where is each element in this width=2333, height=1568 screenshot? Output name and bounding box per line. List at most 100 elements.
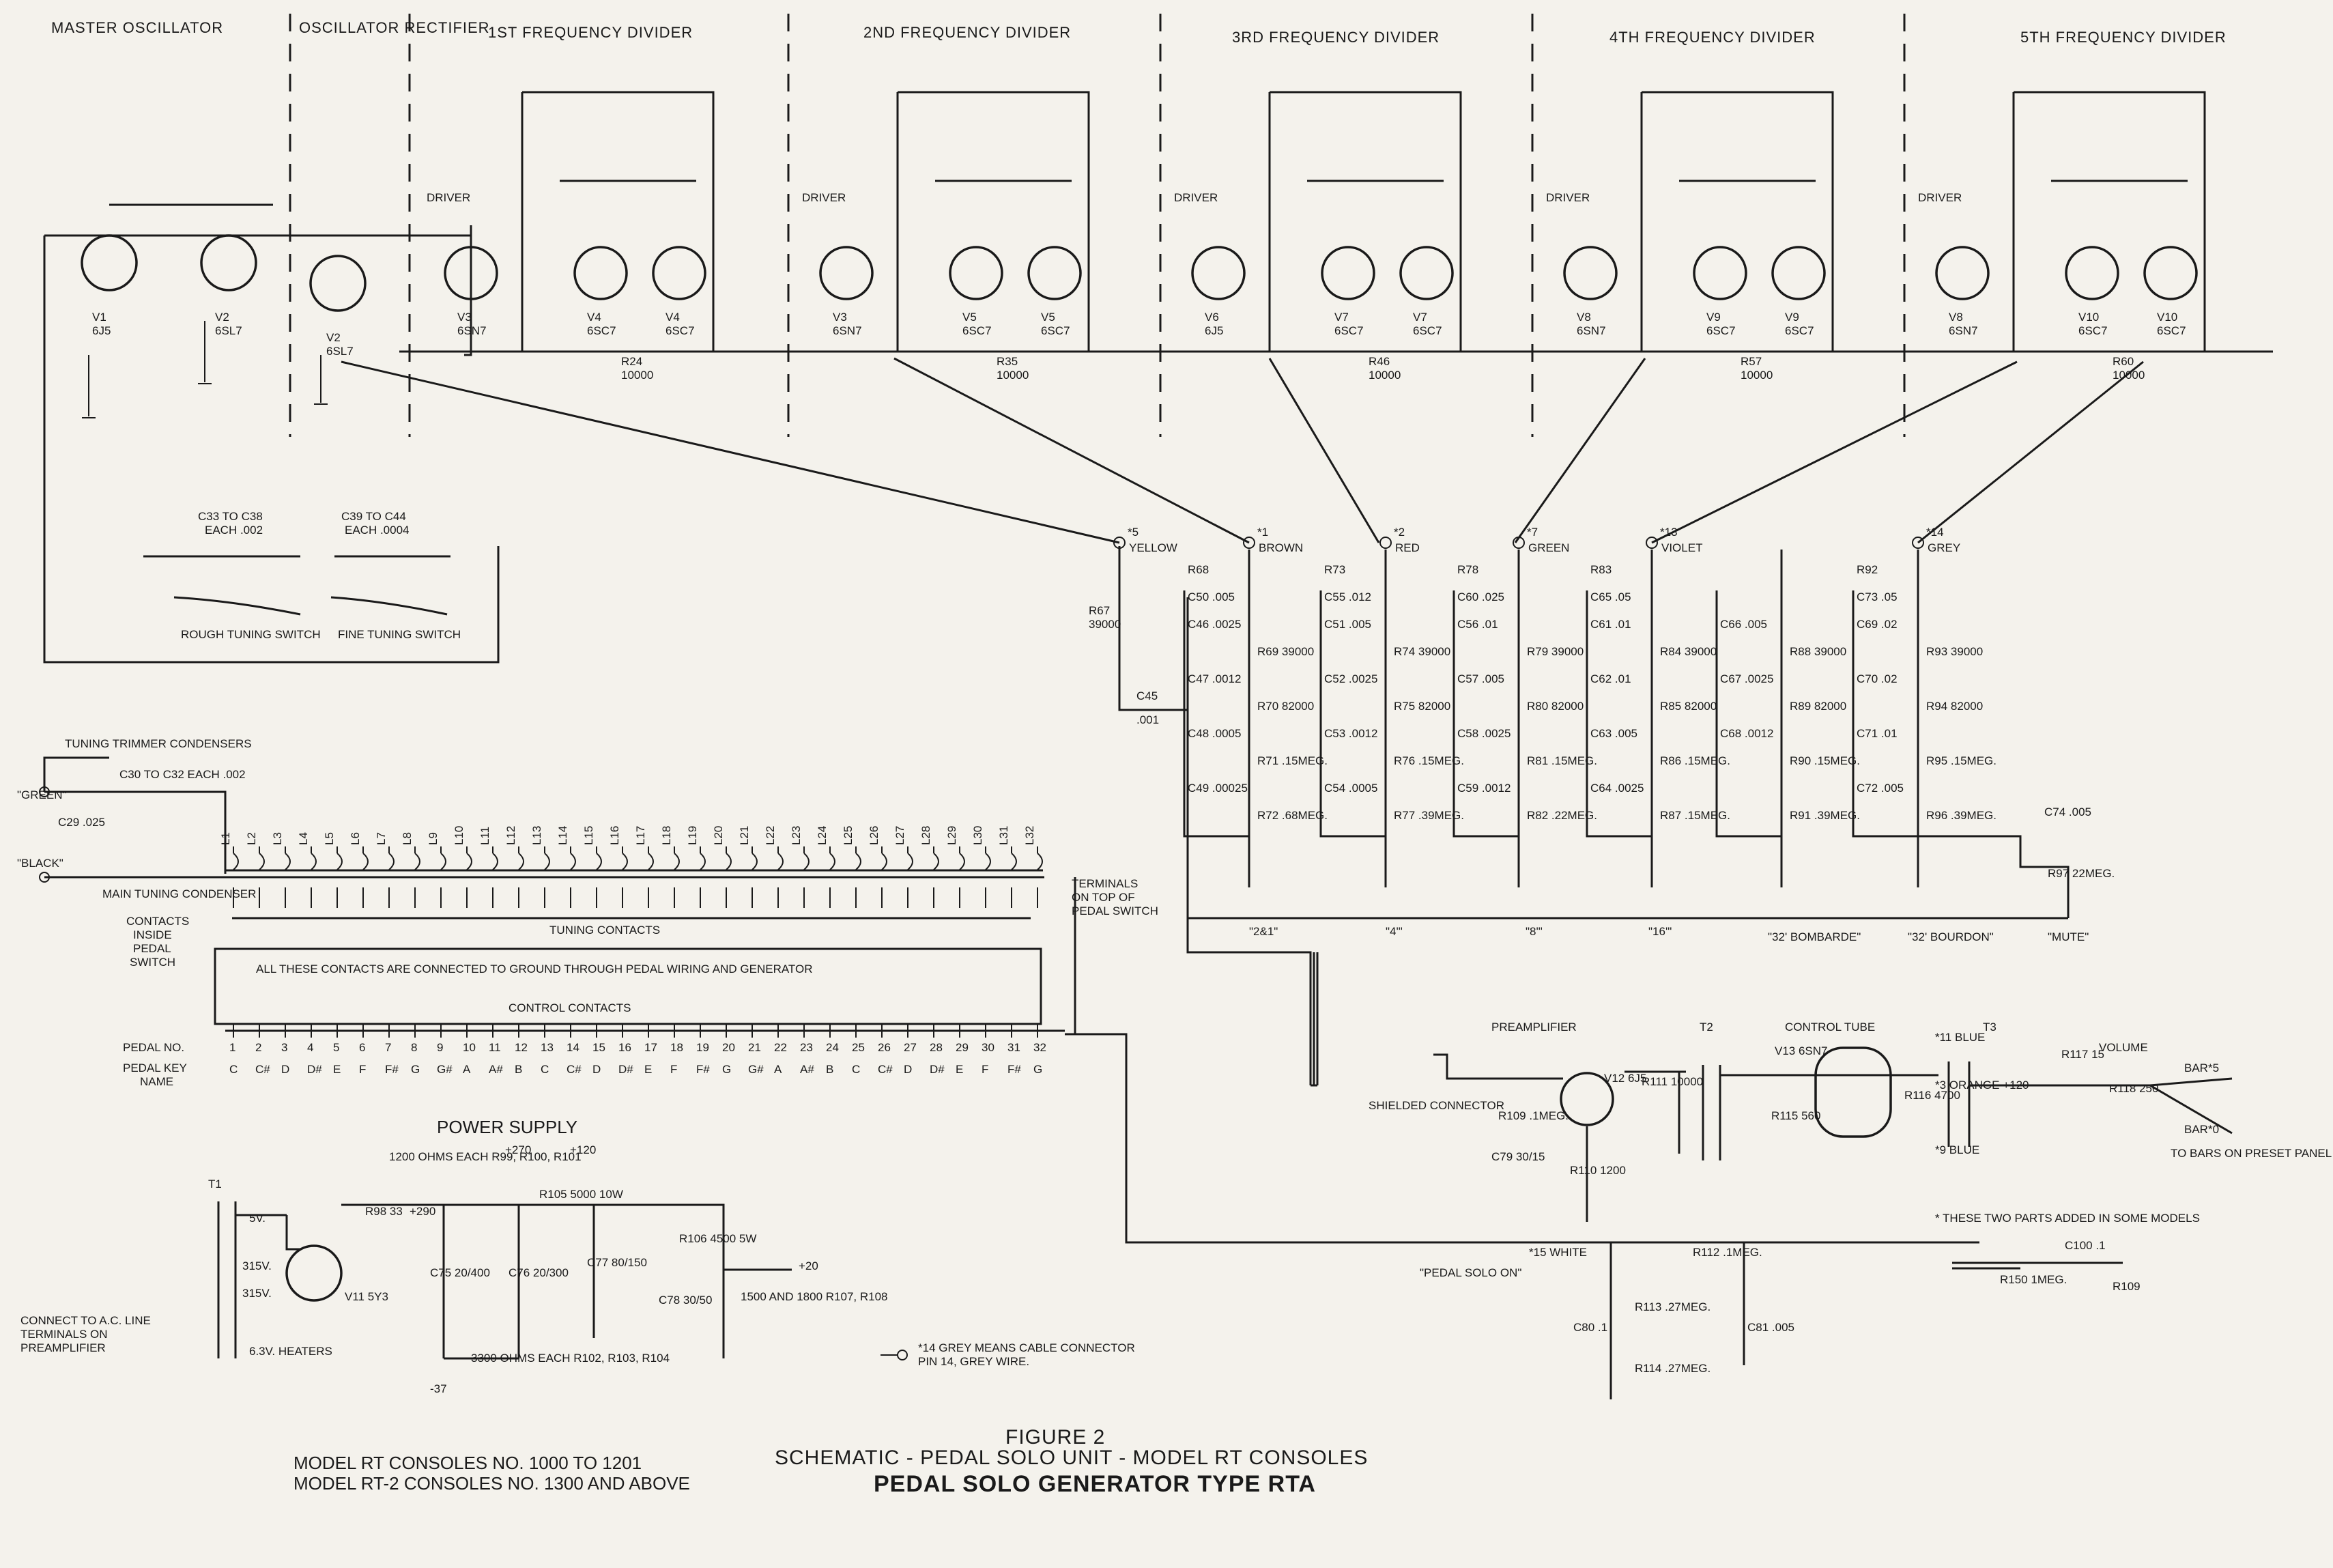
filter-part: C64 .0025 — [1590, 782, 1644, 795]
coil-label: L13 — [530, 826, 543, 845]
tube-name: V7 — [1413, 311, 1427, 324]
bar5-label: BAR*5 — [2184, 1061, 2219, 1074]
power-supply: POWER SUPPLY T1 V11 5Y3 CONNECT TO A.C. … — [20, 1117, 888, 1395]
filter-part: R91 .39MEG. — [1790, 809, 1860, 822]
section-2nd-divider: 2ND FREQUENCY DIVIDER — [863, 24, 1071, 41]
coil-label: L10 — [453, 826, 466, 845]
coil-label: L2 — [245, 832, 258, 845]
caption: FIGURE 2 SCHEMATIC - PEDAL SOLO UNIT - M… — [294, 1426, 1367, 1497]
control-tube-label: CONTROL TUBE — [1785, 1021, 1875, 1034]
coil-L26: L26 — [868, 826, 887, 908]
coil-winding — [285, 846, 291, 908]
coil-winding — [337, 846, 343, 908]
coil-winding — [440, 846, 446, 908]
connector-pin — [1513, 537, 1525, 549]
contacts-inside-label: CONTACTS — [126, 915, 189, 928]
coil-L23: L23 — [790, 826, 810, 908]
section-oscillator-rectifier: OSCILLATOR RECTIFIER — [299, 19, 490, 36]
v2b-type: 6SL7 — [326, 345, 354, 358]
coil-label: L11 — [478, 827, 491, 845]
v12-label: V12 6J5 — [1604, 1072, 1646, 1085]
terminals-3: PEDAL SWITCH — [1072, 904, 1158, 917]
notes: * THESE TWO PARTS ADDED IN SOME MODELS C… — [881, 1212, 2200, 1368]
tube-type: 6SN7 — [1577, 324, 1606, 337]
pedal-number: 29 — [956, 1041, 969, 1054]
filter-part: C58 .0025 — [1457, 727, 1511, 740]
pedal-number: 10 — [463, 1041, 476, 1054]
r150-label: R150 1MEG. — [2000, 1273, 2067, 1286]
connector-pin — [1646, 537, 1658, 549]
c33-label: C33 TO C38 — [198, 510, 263, 523]
pedal-key: C# — [567, 1063, 582, 1076]
coil-L14: L14 — [556, 826, 576, 908]
pedal-key: B — [515, 1063, 522, 1076]
tuning-trimmers: TUNING TRIMMER CONDENSERS C30 TO C32 EAC… — [17, 737, 1044, 900]
c39-label: C39 TO C44 — [341, 510, 406, 523]
filter-part: R76 .15MEG. — [1394, 754, 1464, 767]
coil-winding — [570, 846, 576, 908]
coil-label: L15 — [582, 826, 595, 845]
t1-label: T1 — [208, 1178, 222, 1191]
stop-2and1: "2&1" — [1249, 925, 1278, 938]
ladder-rails — [1319, 550, 1387, 838]
connector-color: BROWN — [1259, 541, 1303, 554]
pedal-key: D — [281, 1063, 289, 1076]
filter-part: R68 — [1188, 563, 1209, 576]
pedal-key: G — [1033, 1063, 1042, 1076]
pedal-number: 14 — [567, 1041, 579, 1054]
tube-driver — [1935, 246, 1990, 300]
tube-pair-a — [573, 246, 628, 300]
v2-type: 6SL7 — [215, 324, 242, 337]
coil-label: L6 — [349, 832, 362, 845]
filter-part: R77 .39MEG. — [1394, 809, 1464, 822]
pedal-key: D# — [307, 1063, 322, 1076]
c80-label: C80 .1 — [1573, 1321, 1607, 1334]
tube-type: 6SC7 — [1041, 324, 1070, 337]
pedal-key: F — [670, 1063, 677, 1076]
pedal-number: 28 — [930, 1041, 943, 1054]
driver-label: DRIVER — [1546, 191, 1590, 204]
pedal-number: 31 — [1007, 1041, 1020, 1054]
tube-type: 6SC7 — [587, 324, 616, 337]
pedal-number: 16 — [618, 1041, 631, 1054]
c77-label: C77 80/150 — [587, 1256, 647, 1269]
r107-label: 1500 AND 1800 R107, R108 — [741, 1290, 888, 1303]
coil-L19: L19 — [686, 826, 706, 908]
coil-label: L17 — [634, 826, 647, 845]
r111-label: R111 10000 — [1642, 1075, 1703, 1088]
c39-each: EACH .0004 — [345, 524, 410, 537]
pedal-key: E — [956, 1063, 963, 1076]
c45-value: .001 — [1136, 713, 1159, 726]
coil-winding — [233, 846, 239, 908]
pedal-key-label: PEDAL KEY — [123, 1061, 187, 1074]
c79-label: C79 30/15 — [1491, 1150, 1545, 1163]
coil-winding — [622, 846, 628, 908]
tube-pair-a — [949, 246, 1003, 300]
rough-tuning-switch: ROUGH TUNING SWITCH — [181, 628, 321, 641]
coil-label: L31 — [997, 826, 1010, 845]
coil-winding — [311, 846, 317, 908]
connector-color: GREY — [1928, 541, 1960, 554]
coil-L27: L27 — [893, 826, 913, 908]
caption-line2: PEDAL SOLO GENERATOR TYPE RTA — [874, 1471, 1316, 1497]
filter-part: C49 .00025 — [1188, 782, 1248, 795]
r109b-label: R109 — [2113, 1280, 2141, 1293]
tube-name: V9 — [1706, 311, 1721, 324]
filter-part: C72 .005 — [1857, 782, 1904, 795]
filter-part: C71 .01 — [1857, 727, 1898, 740]
coil-L12: L12 — [504, 826, 524, 908]
pedal-key: A# — [800, 1063, 814, 1076]
models-line2: MODEL RT-2 CONSOLES NO. 1300 AND ABOVE — [294, 1473, 690, 1494]
filter-network: *5YELLOW*1BROWN*2RED*7GREEN*13VIOLET*14G… — [1089, 526, 2070, 918]
pedal-key: G# — [748, 1063, 764, 1076]
tube-type: 6SC7 — [1413, 324, 1442, 337]
coil-L28: L28 — [919, 826, 939, 908]
power-title: POWER SUPPLY — [437, 1117, 577, 1137]
